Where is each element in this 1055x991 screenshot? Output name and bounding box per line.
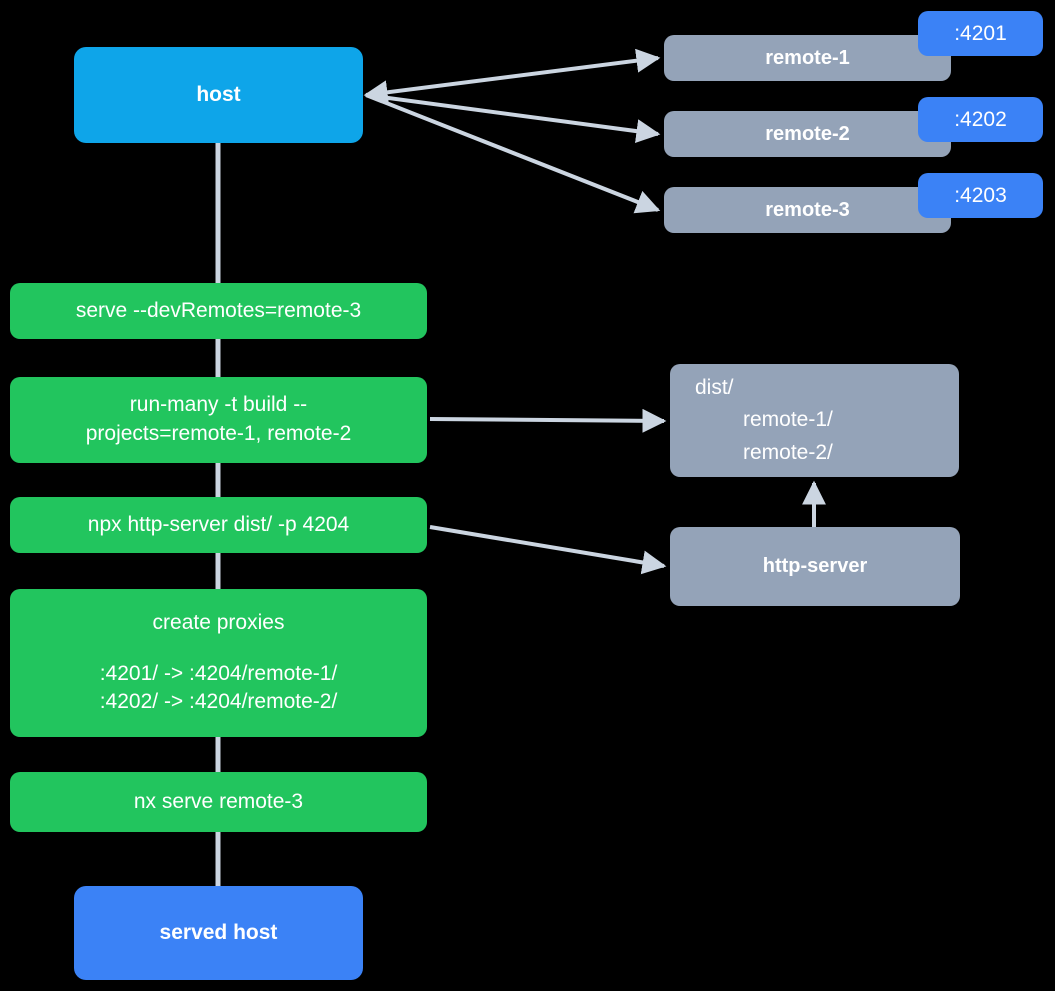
node-command-create-proxies[interactable]: create proxies :4201/ -> :4204/remote-1/… — [10, 589, 427, 737]
command-nx-serve-line-1: nx serve remote-3 — [133, 789, 304, 813]
node-command-npx-http-server[interactable]: npx http-server dist/ -p 4204 — [10, 497, 427, 553]
node-remote-2[interactable]: remote-2 — [664, 111, 951, 157]
dist-root-label: dist/ — [695, 375, 734, 399]
node-http-server[interactable]: http-server — [670, 527, 960, 606]
command-create-proxies-title: create proxies — [152, 610, 285, 634]
edge-run-many-to-dist — [429, 408, 667, 433]
node-command-serve[interactable]: serve --devRemotes=remote-3 — [10, 283, 427, 339]
command-serve-line-1: serve --devRemotes=remote-3 — [75, 298, 362, 322]
node-remote-3[interactable]: remote-3 — [664, 187, 951, 233]
edge-host-to-remote-2 — [365, 93, 661, 144]
node-http-server-label: http-server — [762, 555, 868, 577]
node-host-label: host — [196, 83, 241, 106]
edge-http-server-cmd-to-http-server — [429, 525, 667, 575]
command-npx-http-server-line-1: npx http-server dist/ -p 4204 — [87, 512, 350, 536]
node-remote-2-label: remote-2 — [765, 122, 850, 145]
dist-child-remote-2: remote-2/ — [743, 440, 833, 464]
node-served-host[interactable]: served host — [74, 886, 363, 980]
edge-host-to-remote-1 — [363, 48, 661, 105]
node-command-nx-serve[interactable]: nx serve remote-3 — [10, 772, 427, 832]
badge-port-remote-3-label: :4203 — [954, 183, 1007, 207]
command-run-many-line-2: projects=remote-1, remote-2 — [85, 422, 352, 445]
badge-port-remote-1-label: :4201 — [954, 21, 1007, 45]
node-served-host-label: served host — [159, 921, 278, 944]
node-command-run-many[interactable]: run-many -t build -- projects=remote-1, … — [10, 377, 427, 463]
badge-port-remote-2-label: :4202 — [954, 107, 1007, 131]
node-remote-3-label: remote-3 — [765, 198, 850, 221]
edge-host-to-remote-3 — [365, 93, 661, 214]
badge-port-remote-1[interactable]: :4201 — [918, 11, 1043, 56]
node-host[interactable]: host — [74, 47, 363, 143]
badge-port-remote-3[interactable]: :4203 — [918, 173, 1043, 218]
command-create-proxies-mapping-2: :4202/ -> :4204/remote-2/ — [99, 690, 338, 714]
dist-child-remote-1: remote-1/ — [743, 408, 833, 432]
command-create-proxies-mapping-1: :4201/ -> :4204/remote-1/ — [99, 661, 338, 685]
node-dist-folder[interactable]: dist/ remote-1/ remote-2/ — [670, 364, 959, 477]
node-remote-1[interactable]: remote-1 — [664, 35, 951, 81]
command-run-many-line-1: run-many -t build -- — [129, 393, 308, 417]
badge-port-remote-2[interactable]: :4202 — [918, 97, 1043, 142]
node-remote-1-label: remote-1 — [765, 46, 850, 69]
